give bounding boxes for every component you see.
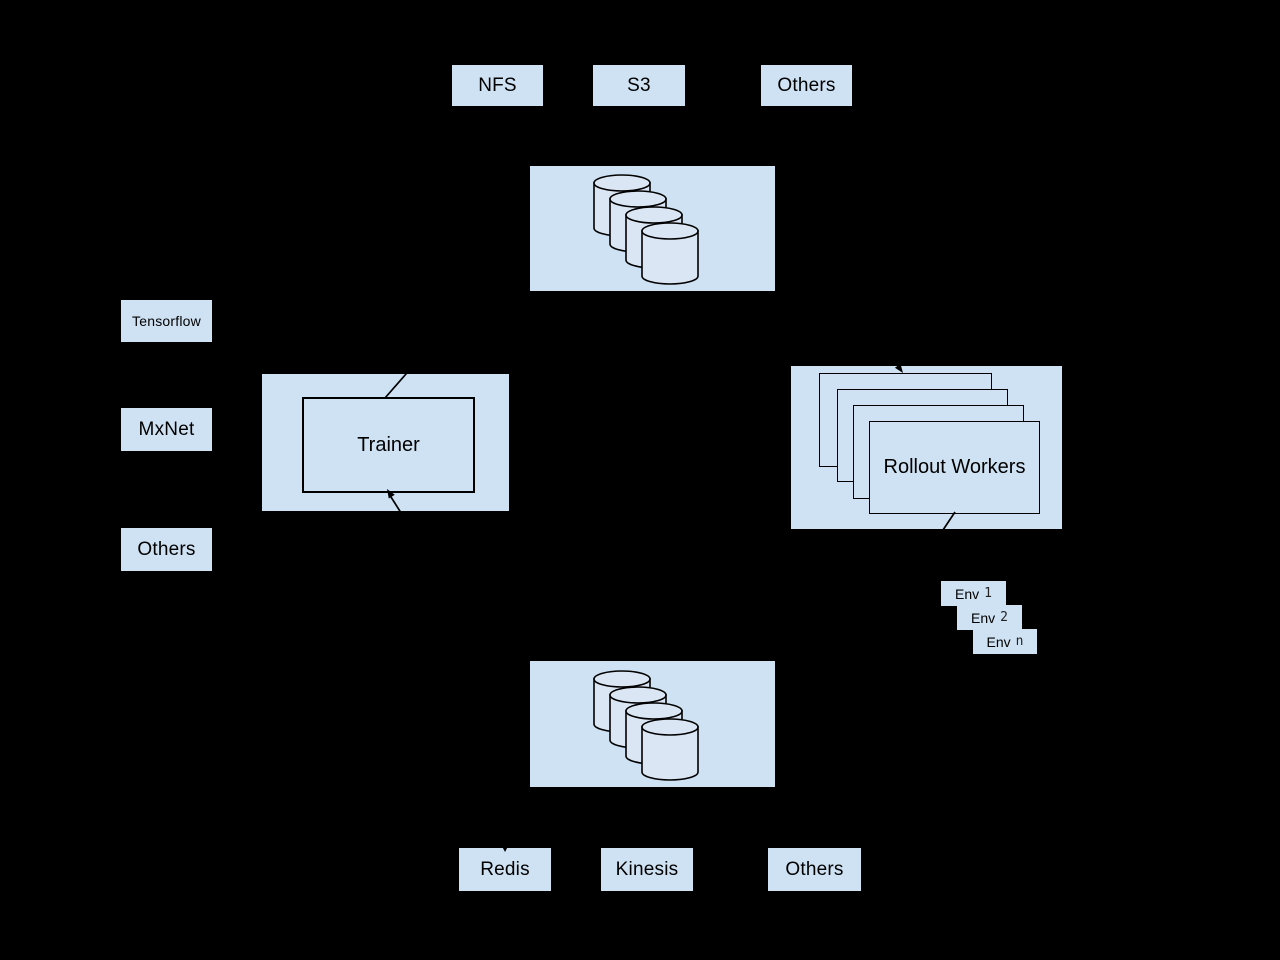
node-kinesis: Kinesis	[601, 848, 693, 891]
trainer-label: Trainer	[357, 433, 420, 456]
node-others-top: Others	[761, 65, 852, 106]
rollout-workers-label: Rollout Workers	[883, 456, 1026, 478]
node-label: Others	[137, 538, 196, 560]
node-label: Others	[785, 858, 844, 880]
rollout-workers-container: Rollout Workers	[791, 366, 1062, 529]
node-others-bottom: Others	[768, 848, 861, 891]
env-index: n	[1015, 634, 1024, 649]
trainer-box: Trainer	[302, 397, 475, 493]
node-label: NFS	[478, 74, 517, 96]
node-s3: S3	[593, 65, 685, 106]
trainer-container: Trainer	[262, 374, 509, 511]
node-env-1: Env 1	[941, 581, 1006, 606]
node-tensorflow: Tensorflow	[121, 300, 212, 342]
node-label: Kinesis	[615, 858, 679, 880]
database-cylinders-icon	[593, 670, 699, 781]
env-label: Env	[986, 633, 1011, 650]
node-others-frameworks: Others	[121, 528, 212, 571]
node-label: Tensorflow	[132, 313, 201, 329]
rollout-workers-box: Rollout Workers	[869, 421, 1040, 514]
node-mxnet: MxNet	[121, 408, 212, 451]
node-label: Others	[777, 74, 836, 96]
database-cylinders-icon	[593, 174, 699, 285]
rollout-in-arrow-line	[887, 352, 899, 367]
data-storage-box	[530, 661, 775, 787]
env-index: 2	[1000, 610, 1008, 625]
node-redis: Redis	[459, 848, 551, 891]
env-label: Env	[955, 585, 980, 602]
node-label: Redis	[480, 858, 530, 880]
node-env-2: Env 2	[957, 605, 1022, 630]
node-nfs: NFS	[452, 65, 543, 106]
node-label: S3	[627, 74, 651, 96]
env-index: 1	[984, 586, 992, 601]
node-label: MxNet	[138, 418, 195, 440]
model-storage-box	[530, 166, 775, 291]
env-label: Env	[971, 609, 996, 626]
